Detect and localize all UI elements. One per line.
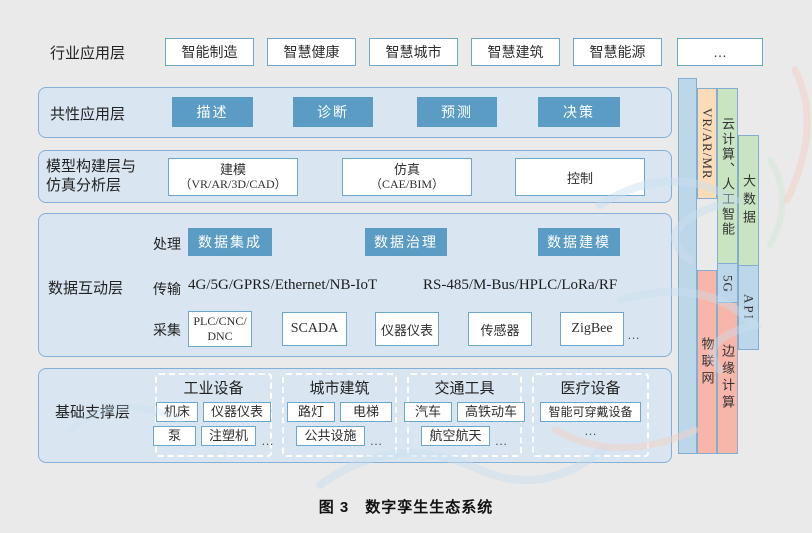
data-layer-label: 数据互动层: [48, 280, 124, 297]
common-btn-decide: 决策: [538, 97, 620, 127]
side-bar-5g: 5G: [717, 263, 738, 304]
base-item-street-lamp: 路灯: [286, 402, 335, 422]
common-layer-label: 共性应用层: [50, 106, 126, 123]
base-group-city-more: …: [369, 433, 383, 448]
modeling-title: 建模: [219, 162, 246, 177]
base-item-machine-tool: 机床: [155, 402, 198, 422]
transport-row-label: 传输: [153, 281, 181, 297]
model-layer-label: 模型构建层与 仿真分析层: [46, 157, 136, 195]
industry-item-smart-manufacturing: 智能制造: [165, 38, 254, 66]
base-item-public-facilities: 公共设施: [296, 426, 365, 446]
model-layer-label-line1: 模型构建层与: [46, 158, 137, 175]
transport-protocols-wired: RS-485/M-Bus/HPLC/LoRa/RF: [423, 277, 618, 293]
base-item-elevator: 电梯: [340, 402, 393, 422]
base-item-car: 汽车: [403, 402, 452, 422]
industry-item-more-box: …: [677, 38, 763, 66]
base-group-city-title: 城市建筑: [309, 380, 370, 397]
base-item-pump: 泵: [152, 426, 196, 446]
modeling-box: 建模 （VR/AR/3D/CAD）: [168, 158, 298, 196]
collect-more-dots: …: [627, 327, 640, 342]
collect-box-scada: SCADA: [282, 312, 347, 346]
base-group-medical-title: 医疗设备: [560, 380, 621, 397]
base-group-city-building: 城市建筑 路灯 电梯 公共设施 …: [282, 373, 397, 457]
side-bar-spacer: [678, 78, 697, 454]
base-group-industrial-title: 工业设备: [183, 380, 244, 397]
side-bar-api: API: [738, 265, 759, 350]
figure-caption: 图 3 数字孪生生态系统: [318, 499, 494, 516]
base-layer-label: 基础支撑层: [55, 404, 131, 421]
simulation-box: 仿真 （CAE/BIM）: [342, 158, 472, 196]
industry-item-smart-health: 智慧健康: [267, 38, 356, 66]
process-row-label: 处理: [153, 236, 181, 252]
side-bar-vr-ar-mr: VR/AR/MR: [697, 88, 717, 199]
transport-protocols-wireless: 4G/5G/GPRS/Ethernet/NB-IoT: [188, 277, 378, 293]
base-group-transport-more: …: [494, 433, 508, 448]
collect-row-label: 采集: [153, 322, 181, 338]
base-group-transport-title: 交通工具: [434, 380, 495, 397]
base-item-high-speed-train: 高铁动车: [457, 402, 526, 422]
industry-layer-label: 行业应用层: [50, 45, 126, 62]
collect-box-sensor: 传感器: [468, 312, 532, 346]
collect-box-plc-cnc-dnc: PLC/CNC/ DNC: [188, 311, 252, 347]
base-item-injection-machine: 注塑机: [201, 426, 257, 446]
collect-box-plc-line1: PLC/CNC/: [193, 314, 247, 328]
base-group-medical-equipment: 医疗设备 智能可穿戴设备 …: [532, 373, 649, 457]
base-group-transport-vehicles: 交通工具 汽车 高铁动车 航空航天 …: [403, 373, 526, 457]
side-bar-cloud-ai: 云计算、人工智能: [717, 88, 738, 265]
industry-item-smart-energy: 智慧能源: [573, 38, 662, 66]
collect-box-zigbee: ZigBee: [560, 312, 624, 346]
common-btn-predict: 预测: [417, 97, 497, 127]
base-item-smart-wearables: 智能可穿戴设备: [540, 402, 641, 422]
common-btn-diagnose: 诊断: [293, 97, 373, 127]
side-bar-big-data: 大数据: [738, 135, 759, 267]
base-group-medical-more: …: [584, 423, 597, 438]
base-item-aerospace: 航空航天: [421, 426, 490, 446]
common-btn-describe: 描述: [172, 97, 253, 127]
modeling-sub: （VR/AR/3D/CAD）: [179, 177, 287, 191]
collect-box-instruments: 仪器仪表: [375, 312, 439, 346]
industry-item-smart-city: 智慧城市: [369, 38, 458, 66]
simulation-title: 仿真: [393, 162, 420, 177]
base-item-instruments: 仪器仪表: [203, 402, 272, 422]
process-btn-data-integration: 数据集成: [188, 228, 272, 256]
model-layer-label-line2: 仿真分析层: [46, 177, 122, 194]
collect-box-plc-line2: DNC: [207, 329, 233, 343]
base-group-industrial-more: …: [261, 433, 275, 448]
process-btn-data-governance: 数据治理: [365, 228, 447, 256]
side-bar-edge-computing: 边缘计算: [717, 302, 738, 454]
side-bar-iot: 物联网: [697, 270, 717, 454]
industry-item-smart-building: 智慧建筑: [471, 38, 560, 66]
base-group-industrial-equipment: 工业设备 机床 仪器仪表 泵 注塑机 …: [152, 373, 275, 457]
simulation-sub: （CAE/BIM）: [369, 177, 444, 191]
control-box: 控制: [515, 158, 645, 196]
process-btn-data-modeling: 数据建模: [538, 228, 620, 256]
